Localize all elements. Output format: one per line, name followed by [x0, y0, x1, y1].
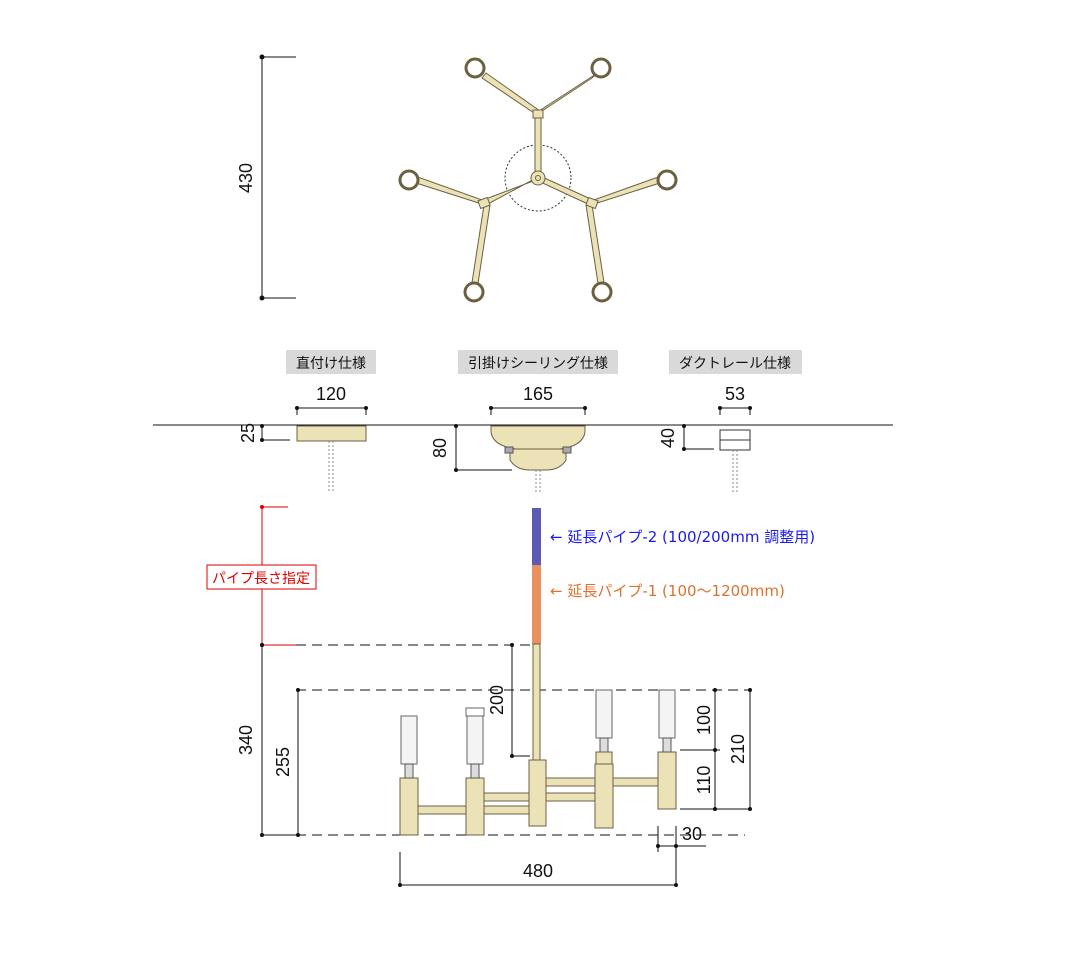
extension-pipe-2-note: ← 延長パイプ-2 (100/200mm 調整用) — [550, 528, 815, 546]
center-body — [528, 759, 547, 827]
candle-top-label: 100 — [694, 705, 714, 735]
top-height-dimension — [259, 54, 296, 301]
extension-pipe-2 — [532, 508, 541, 565]
mount-direct-label: 直付け仕様 — [296, 355, 366, 372]
candle-bottom-label: 110 — [694, 766, 714, 795]
direct-canopy — [296, 425, 367, 442]
mount-hook-label-bg — [458, 350, 618, 374]
mount-direct-label-bg — [286, 350, 376, 374]
canopy-outline — [504, 144, 572, 212]
mount-direct-width: 120 — [316, 384, 346, 404]
extension-pipe-1-note: ← 延長パイプ-1 (100～1200mm) — [550, 582, 785, 600]
stem-label: 200 — [487, 685, 507, 715]
pipe-length-box — [206, 564, 317, 590]
hook-canopy — [490, 425, 586, 450]
mount-hook-height: 80 — [430, 438, 450, 458]
guide-lines — [296, 644, 750, 836]
mount-hook: 引掛けシーリング仕様 165 80 — [430, 350, 618, 492]
mount-duct-label: ダクトレール仕様 — [679, 356, 791, 372]
candle-rings-top — [398, 57, 678, 303]
center-hub — [530, 170, 546, 186]
width-dimension — [399, 852, 677, 886]
pipe-length-label: パイプ長さ指定 — [212, 571, 310, 587]
candles-front — [399, 689, 677, 836]
mount-duct-label-bg — [669, 350, 802, 374]
stem — [532, 643, 541, 761]
total-body-label: 340 — [236, 725, 256, 755]
stem-dimension — [511, 645, 530, 757]
arm-offset-label: 30 — [682, 824, 702, 844]
extension-pipe-1 — [532, 565, 541, 644]
total-body-dimension — [261, 645, 300, 836]
mount-duct-width: 53 — [725, 384, 745, 404]
width-label: 480 — [523, 861, 553, 881]
top-height-label: 430 — [236, 163, 256, 193]
mount-hook-label: 引掛けシーリング仕様 — [468, 356, 608, 372]
mount-duct-height: 40 — [658, 428, 678, 448]
mount-hook-width: 165 — [523, 384, 553, 404]
mount-direct: 直付け仕様 120 25 — [238, 350, 376, 492]
candle-total-label: 210 — [728, 734, 748, 764]
arm-joints — [477, 109, 599, 210]
top-view: 430 — [236, 54, 678, 303]
mount-duct: ダクトレール仕様 53 40 — [658, 350, 802, 492]
arm-height-label: 255 — [273, 747, 293, 777]
mount-direct-height: 25 — [238, 423, 258, 443]
